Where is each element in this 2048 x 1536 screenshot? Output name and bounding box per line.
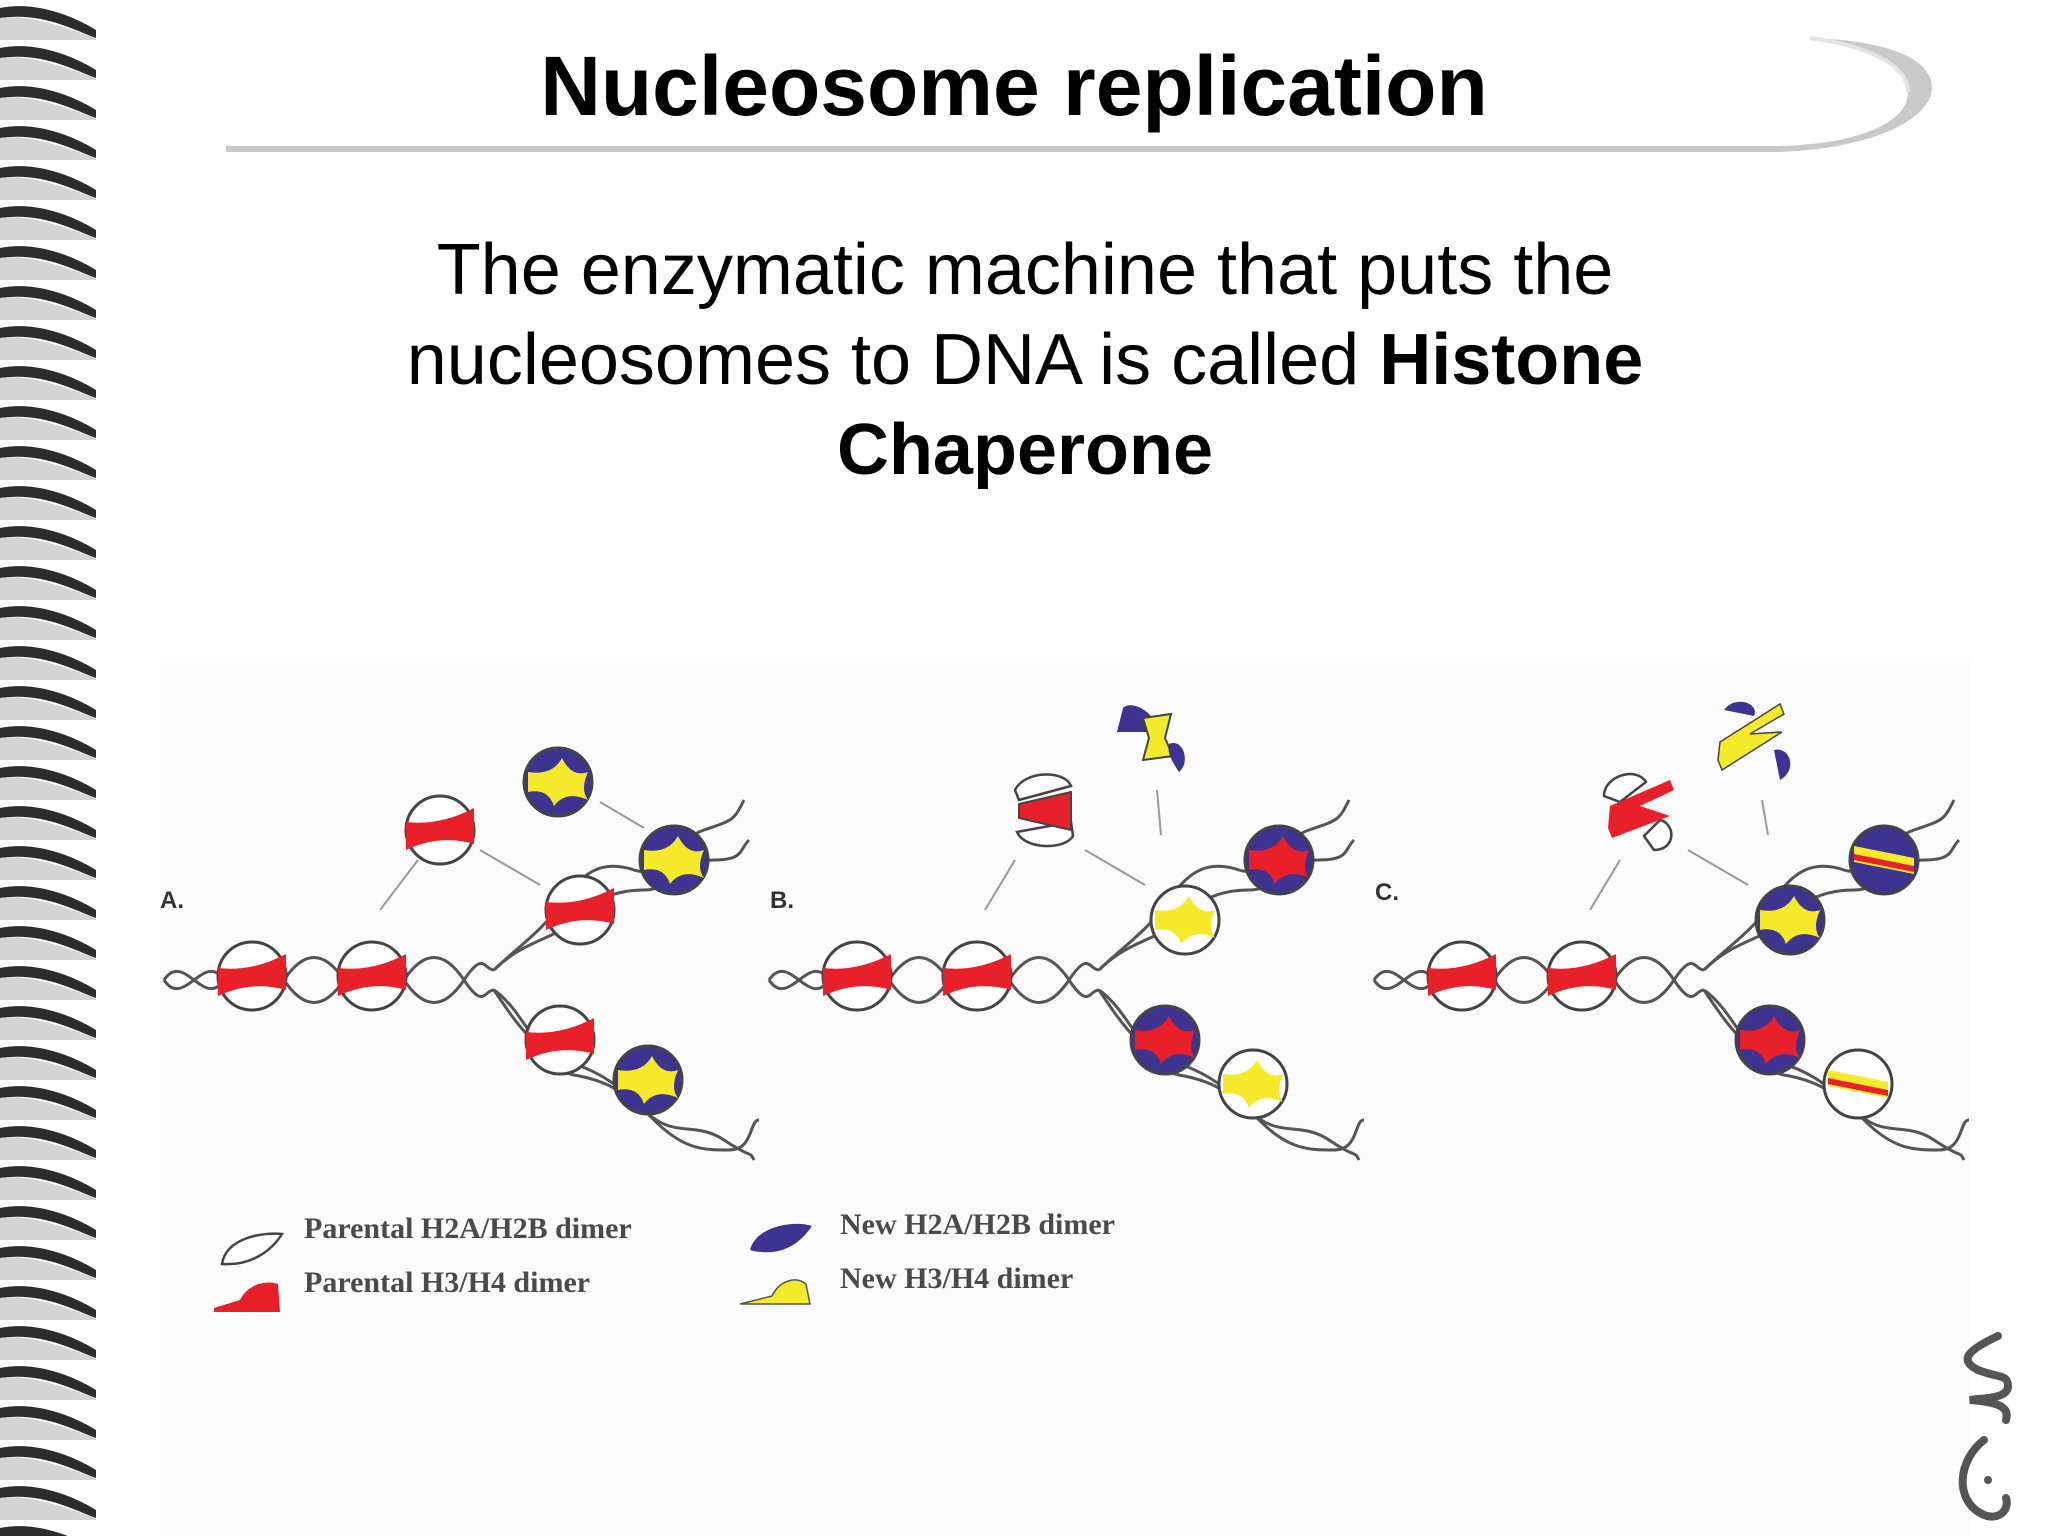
legend-label-new-h3h4: New H3/H4 dimer [840, 1262, 1074, 1295]
legend-swatch-new-h3h4 [739, 1279, 811, 1305]
panel-label-a: A. [160, 887, 184, 914]
logo [1958, 1332, 2013, 1521]
subtitle-text: The enzymatic machine that puts the nucl… [406, 230, 1614, 400]
subtitle: The enzymatic machine that puts the nucl… [300, 225, 1750, 495]
legend-swatch-parental-h2ah2b [220, 1232, 285, 1266]
nucleosome-figure: A. B. [160, 660, 1970, 1536]
legend-label-new-h2ah2b: New H2A/H2B dimer [840, 1208, 1115, 1241]
replication-diagram: A. B. [160, 701, 1970, 1312]
page-title: Nucleosome replication [540, 39, 1488, 133]
legend-swatch-new-h2ah2b [750, 1223, 812, 1253]
panel-c: C. [1372, 701, 1970, 1162]
panel-a: A. [160, 746, 761, 1162]
legend-swatch-parental-h3h4 [214, 1282, 280, 1312]
legend-label-parental-h3h4: Parental H3/H4 dimer [304, 1266, 591, 1299]
title-underline-swoosh [226, 36, 1932, 152]
subtitle-emphasis: Histone Chaperone [836, 320, 1644, 490]
legend-label-parental-h2ah2b: Parental H2A/H2B dimer [304, 1212, 632, 1245]
panel-b: B. [767, 705, 1366, 1162]
panel-label-b: B. [770, 887, 794, 914]
panel-label-c: C. [1375, 879, 1399, 906]
decorative-border [0, 0, 96, 1536]
